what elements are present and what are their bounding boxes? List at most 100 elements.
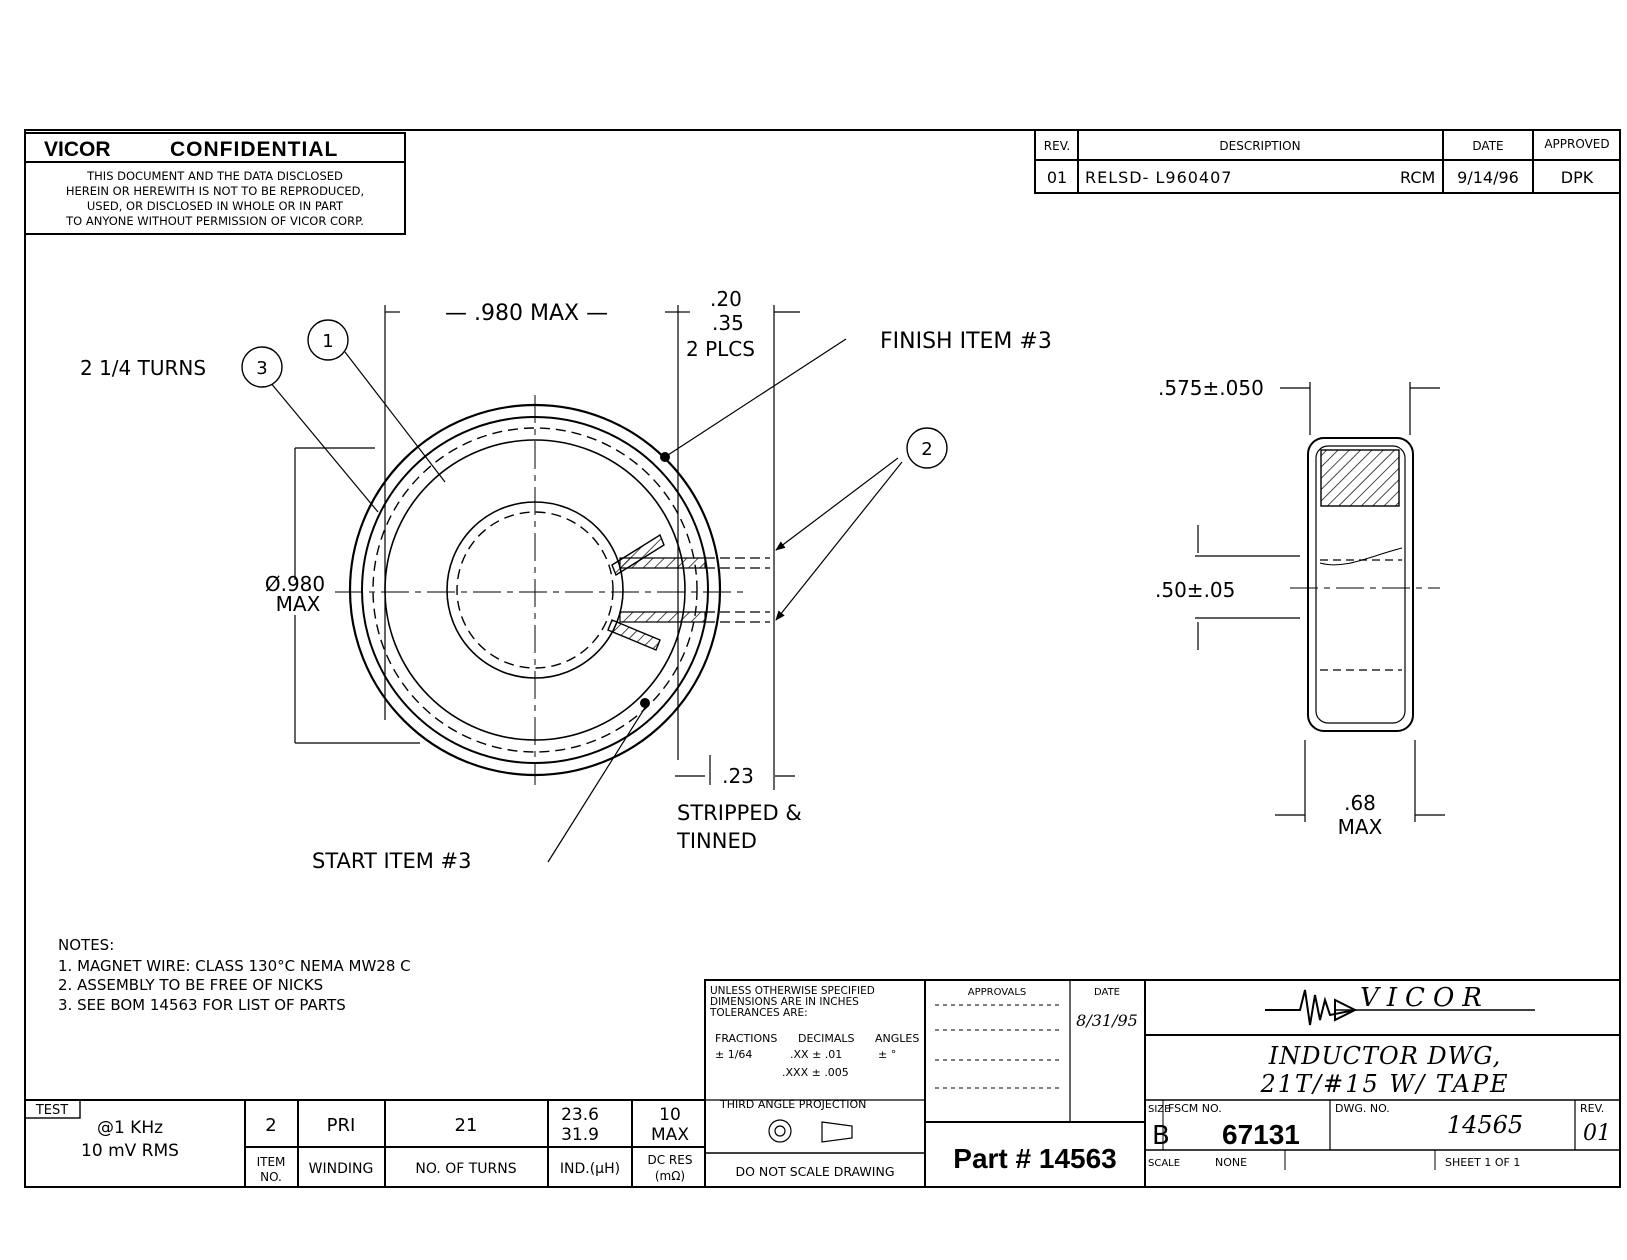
description-value: RELSD- L960407 [1085,168,1232,187]
turns-value: 21 [455,1115,478,1136]
tolerance-block: UNLESS OTHERWISE SPECIFIED DIMENSIONS AR… [704,979,926,1188]
angle-tolerance: ± ° [878,1048,896,1061]
fscm-value: 67131 [1222,1119,1300,1150]
svg-text:2: 2 [921,439,932,460]
test-condition: @1 KHz [97,1118,163,1138]
note-item: 3. SEE BOM 14563 FOR LIST OF PARTS [58,996,346,1014]
rev-date: 9/14/96 [1457,168,1519,187]
dcr-max: MAX [651,1125,689,1145]
sheet-border [24,129,1621,1188]
item-header: NO. [260,1170,282,1184]
title-block: VICOR INDUCTOR DWG, 21T/#15 W/ TAPE SIZE… [1144,979,1621,1188]
drawing-title-2: 21T/#15 W/ TAPE [1260,1070,1510,1098]
notes-title: NOTES: [58,936,114,954]
test-header: TEST [35,1103,68,1118]
size-value: B [1152,1121,1170,1151]
tolerance-line: DIMENSIONS ARE IN INCHES [710,996,859,1008]
start-label: START ITEM #3 [312,849,472,873]
part-number: Part # 14563 [953,1143,1116,1174]
toroid-side-view [1290,437,1440,732]
date-header: DATE [1472,139,1503,153]
side-thickness-dim: .68 [1344,791,1376,815]
rev-value: 01 [1047,168,1067,187]
side-labels: .575±.050 .50±.05 .68 MAX [1155,376,1383,839]
decimal-2-tolerance: .XX ± .01 [790,1048,842,1061]
stripped-label: STRIPPED & [677,801,802,825]
svg-text:1: 1 [322,331,333,352]
turns-header: NO. OF TURNS [415,1161,516,1177]
confidential-line: USED, OR DISCLOSED IN WHOLE OR IN PART [87,199,344,213]
notes-block: NOTES: 1. MAGNET WIRE: CLASS 130°C NEMA … [58,936,411,1014]
projection-label: THIRD ANGLE PROJECTION [719,1098,866,1111]
revision-block: REV. DESCRIPTION DATE APPROVED 01 RELSD-… [1034,129,1621,194]
lead-dim-3: 2 PLCS [686,337,755,361]
tinned-label: TINNED [676,829,757,853]
dcr-value: 10 [659,1105,681,1125]
approved-by: DPK [1561,168,1594,187]
side-width-dim: .575±.050 [1158,376,1264,400]
scale-header: SCALE [1148,1158,1180,1169]
finish-label: FINISH ITEM #3 [880,329,1052,354]
tolerance-line: UNLESS OTHERWISE SPECIFIED [710,985,875,997]
dwg-header: DWG. NO. [1335,1102,1390,1115]
rev-value-title: 01 [1583,1121,1611,1146]
side-dimensions [1195,382,1445,822]
note-item: 1. MAGNET WIRE: CLASS 130°C NEMA MW28 C [58,957,411,975]
decimal-3-tolerance: .XXX ± .005 [782,1066,849,1079]
rev-header-title: REV. [1580,1102,1604,1115]
dwg-value: 14565 [1447,1111,1523,1139]
projection-cone [821,1121,853,1143]
tolerance-line: TOLERANCES ARE: [709,1007,808,1019]
front-labels: — .980 MAX — .20 .35 2 PLCS FINISH ITEM … [80,287,1052,873]
drawing-title-1: INDUCTOR DWG, [1268,1042,1502,1070]
note-item: 2. ASSEMBLY TO BE FREE OF NICKS [58,976,323,994]
inductance-min: 23.6 [561,1105,599,1125]
item-no-value: 2 [265,1115,276,1136]
inductance-max: 31.9 [561,1125,599,1145]
stripped-dim: .23 [722,764,754,788]
logo-text: VICOR [1360,983,1490,1013]
confidential-title-right: CONFIDENTIAL [170,138,338,161]
fscm-header: FSCM NO. [1168,1102,1222,1115]
diameter-label: Ø.980 [265,572,325,596]
approved-header: APPROVED [1544,137,1609,151]
approval-date-header: DATE [1094,987,1120,998]
angles-header: ANGLES [875,1032,919,1045]
confidential-block: VICOR CONFIDENTIAL THIS DOCUMENT AND THE… [24,132,406,235]
scale-value: NONE [1215,1156,1247,1169]
balloon-3: 3 [241,346,283,388]
item-header: ITEM [257,1155,286,1169]
balloon-1: 1 [307,319,349,361]
description-header: DESCRIPTION [1219,139,1300,153]
part-number-block: Part # 14563 [924,1121,1146,1188]
turns-label: 2 1/4 TURNS [80,356,206,380]
fraction-tolerance: ± 1/64 [715,1048,752,1061]
diameter-max: MAX [276,592,321,616]
approvals-header: APPROVALS [968,987,1027,998]
winding-header: WINDING [309,1161,374,1177]
inductance-header: IND.(µH) [560,1161,620,1177]
side-height-dim: .50±.05 [1155,578,1235,602]
no-scale-note: DO NOT SCALE DRAWING [735,1164,894,1179]
toroid-front-view [335,395,770,785]
approvals-block: APPROVALS DATE 8/31/95 [924,979,1146,1123]
size-header: SIZE [1148,1104,1170,1115]
projection-symbol [768,1119,792,1143]
dcr-header: DC RES [648,1153,693,1167]
sheet-value: SHEET 1 OF 1 [1445,1156,1520,1169]
revised-by: RCM [1400,168,1435,187]
confidential-line: HEREIN OR HEREWITH IS NOT TO BE REPRODUC… [66,184,364,198]
test-condition: 10 mV RMS [81,1141,179,1161]
confidential-line: TO ANYONE WITHOUT PERMISSION OF VICOR CO… [65,214,364,228]
width-dimension: — .980 MAX — [445,301,608,326]
confidential-title-left: VICOR [44,138,111,161]
svg-text:3: 3 [256,358,267,379]
lead-dim-2: .35 [712,311,744,335]
decimals-header: DECIMALS [798,1032,854,1045]
side-thickness-max: MAX [1338,815,1383,839]
front-dimensions [269,305,903,863]
dcr-header: (mΩ) [655,1169,685,1183]
rev-header: REV. [1044,139,1070,153]
lead-dim-1: .20 [710,287,742,311]
